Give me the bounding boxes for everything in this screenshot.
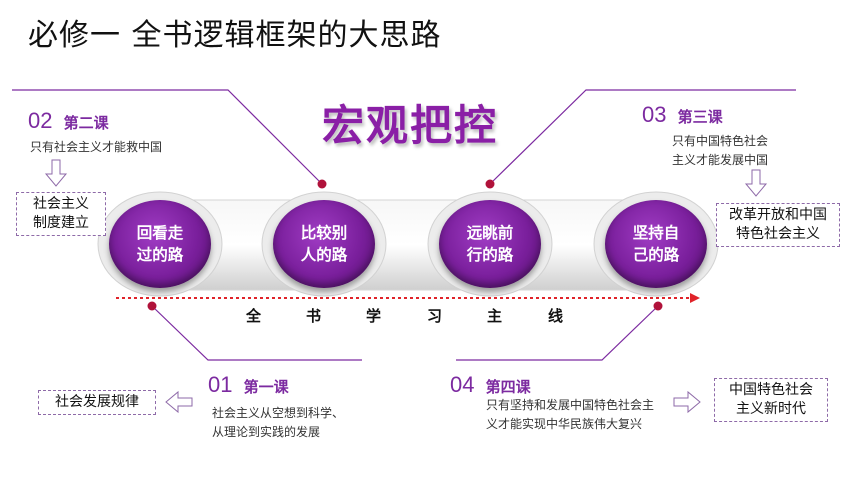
lesson-04-box: 中国特色社会 主义新时代 bbox=[714, 378, 828, 422]
stage-label: 人的路 bbox=[300, 246, 348, 264]
connector-l4 bbox=[456, 305, 659, 361]
box-line: 中国特色社会 bbox=[729, 382, 813, 398]
dot-l2 bbox=[317, 179, 327, 189]
down-arrow-icon-l3 bbox=[744, 169, 768, 197]
dot-l4 bbox=[653, 301, 663, 311]
stage-label: 比较别 bbox=[300, 224, 348, 242]
lesson-name: 第二课 bbox=[63, 114, 109, 132]
box-line: 主义新时代 bbox=[736, 401, 806, 417]
desc-line: 从理论到实践的发展 bbox=[212, 425, 321, 439]
connector-l2 bbox=[12, 89, 323, 185]
lesson-02-desc: 只有社会主义才能救中国 bbox=[30, 140, 163, 154]
dot-l3 bbox=[485, 179, 495, 189]
main-line-char: 学 bbox=[366, 307, 382, 325]
stage-ball-2: 比较别 人的路 bbox=[273, 200, 375, 288]
main-line-char: 习 bbox=[427, 307, 443, 325]
lesson-04-desc: 只有坚持和发展中国特色社会主 义才能实现中华民族伟大复兴 bbox=[486, 396, 654, 434]
stage-ball-4: 坚持自 己的路 bbox=[605, 200, 707, 288]
lesson-number: 01 bbox=[208, 372, 233, 397]
lesson-number: 02 bbox=[28, 108, 53, 133]
dot-l1 bbox=[147, 301, 157, 311]
desc-line: 主义才能发展中国 bbox=[672, 153, 769, 167]
page-title: 必修一 全书逻辑框架的大思路 bbox=[28, 18, 442, 53]
desc-line: 只有中国特色社会 bbox=[672, 134, 769, 148]
stage-label: 远眺前 bbox=[466, 224, 514, 242]
lesson-01-desc: 社会主义从空想到科学、 从理论到实践的发展 bbox=[212, 404, 344, 442]
stage-label: 行的路 bbox=[466, 246, 514, 264]
desc-line: 只有坚持和发展中国特色社会主 bbox=[486, 398, 655, 412]
main-line-char: 书 bbox=[306, 307, 322, 325]
lesson-01-header: 01 第一课 bbox=[208, 372, 289, 398]
down-arrow-icon-l2 bbox=[44, 159, 68, 187]
connector-l3 bbox=[489, 89, 796, 185]
stage-label: 坚持自 bbox=[632, 224, 680, 242]
lesson-03-box: 改革开放和中国 特色社会主义 bbox=[716, 203, 840, 247]
stage-label: 过的路 bbox=[136, 246, 184, 264]
lesson-name: 第一课 bbox=[243, 378, 289, 396]
lesson-03-header: 03 第三课 bbox=[642, 102, 723, 128]
lesson-number: 04 bbox=[450, 372, 475, 397]
desc-line: 社会主义从空想到科学、 bbox=[212, 406, 345, 420]
connector-l1 bbox=[151, 305, 362, 361]
box-line: 特色社会主义 bbox=[736, 226, 820, 242]
lesson-03-desc: 只有中国特色社会 主义才能发展中国 bbox=[672, 132, 768, 170]
box-line: 社会主义 bbox=[33, 196, 89, 212]
lesson-04-header: 04 第四课 bbox=[450, 372, 531, 398]
main-line-char: 全 bbox=[246, 307, 262, 325]
lesson-02-header: 02 第二课 bbox=[28, 108, 109, 134]
lesson-number: 03 bbox=[642, 102, 667, 127]
main-line-char: 主 bbox=[487, 307, 503, 325]
main-line-char: 线 bbox=[548, 307, 564, 325]
headline: 宏观把控 bbox=[322, 101, 499, 150]
stage-ball-3: 远眺前 行的路 bbox=[439, 200, 541, 288]
stage-ball-1: 回看走 过的路 bbox=[109, 200, 211, 288]
lesson-name: 第四课 bbox=[485, 378, 531, 396]
lesson-name: 第三课 bbox=[677, 108, 723, 126]
left-arrow-icon-l1 bbox=[165, 390, 193, 414]
stage-label: 己的路 bbox=[632, 246, 680, 264]
right-arrow-icon-l4 bbox=[673, 390, 701, 414]
main-line-arrowhead bbox=[690, 293, 700, 303]
desc-line: 义才能实现中华民族伟大复兴 bbox=[486, 417, 643, 431]
stage-label: 回看走 bbox=[136, 224, 184, 242]
box-line: 制度建立 bbox=[33, 215, 89, 231]
lesson-01-box: 社会发展规律 bbox=[38, 390, 156, 415]
box-line: 改革开放和中国 bbox=[729, 207, 827, 223]
lesson-02-box: 社会主义 制度建立 bbox=[16, 192, 106, 236]
